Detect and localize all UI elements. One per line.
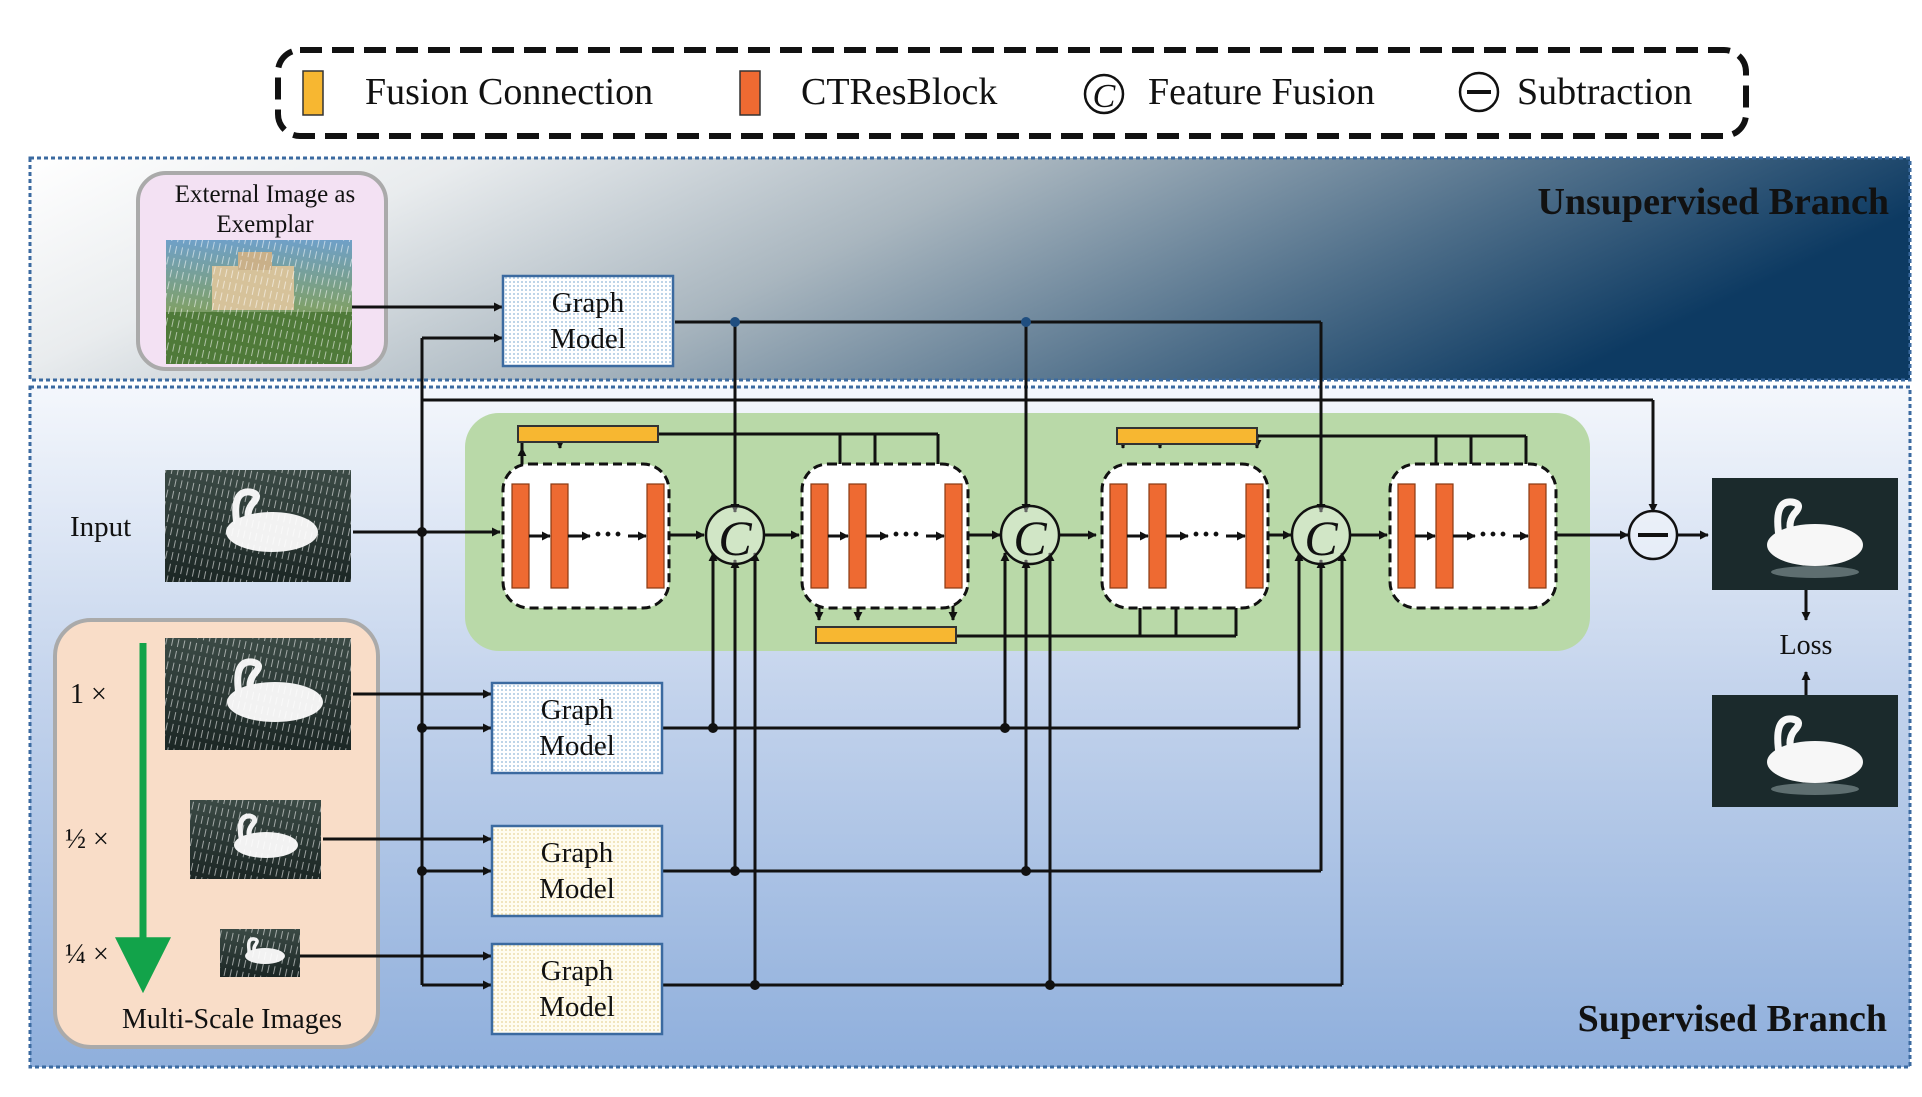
ellipsis-2: ··· — [891, 518, 921, 551]
ctresblock-4-2 — [1435, 483, 1454, 589]
scale-label-quarter: ¼ × — [65, 939, 109, 970]
legend-feature-fusion: Feature Fusion — [1148, 71, 1375, 113]
ctresblock-1-3 — [646, 483, 665, 589]
legend-fusion-connection: Fusion Connection — [365, 71, 653, 113]
ellipsis-3: ··· — [1191, 518, 1221, 551]
svg-text:C: C — [718, 510, 752, 566]
subtraction-icon — [1458, 71, 1500, 113]
multiscale-box: 1 × ½ × ¼ × Multi-Scale Images — [53, 618, 380, 1049]
exemplar-image — [166, 240, 352, 364]
feature-fusion-node-2: C — [999, 504, 1061, 566]
svg-text:C: C — [1304, 510, 1338, 566]
exemplar-label-line1: External Image as — [175, 181, 355, 208]
svg-text:Graph: Graph — [541, 955, 614, 987]
feature-fusion-icon: C — [1083, 73, 1125, 115]
resblock-group-4: ··· — [1388, 462, 1558, 610]
input-image — [165, 470, 351, 582]
resblock-group-1: ··· — [501, 462, 671, 610]
feature-fusion-node-1: C — [704, 504, 766, 566]
ctresblock-4-3 — [1528, 483, 1547, 589]
fusion-connection-bar-3 — [1116, 427, 1258, 445]
svg-text:Model: Model — [539, 730, 615, 762]
svg-text:Model: Model — [539, 991, 615, 1023]
svg-text:Graph: Graph — [541, 694, 614, 726]
resblock-groups: ··· ··· ··· ··· — [501, 462, 1558, 610]
fusion-connection-swatch — [302, 70, 324, 116]
fusion-connection-bar-2 — [815, 626, 957, 644]
loss-label: Loss — [1780, 630, 1833, 661]
svg-text:Model: Model — [550, 323, 626, 355]
svg-text:Model: Model — [539, 873, 615, 905]
output-image — [1712, 478, 1898, 590]
legend-ctresblock: CTResBlock — [801, 71, 997, 113]
scale-image-1x — [165, 638, 351, 750]
scale-image-half — [190, 800, 321, 879]
resblock-group-3: ··· — [1100, 462, 1270, 610]
ctresblock-4-1 — [1397, 483, 1416, 589]
scale-image-quarter — [220, 929, 300, 977]
connectors — [300, 302, 1811, 990]
graph-model-unsupervised: Graph Model — [501, 274, 675, 368]
ctresblock-3-1 — [1109, 483, 1128, 589]
ctresblock-2-2 — [848, 483, 867, 589]
fusion-connection-bar-1 — [517, 425, 659, 443]
ctresblock-3-2 — [1148, 483, 1167, 589]
ellipsis-1: ··· — [593, 518, 623, 551]
graph-model-scale-quarter: Graph Model — [490, 942, 664, 1036]
unsupervised-branch-label: Unsupervised Branch — [1537, 181, 1889, 223]
scale-label-1x: 1 × — [70, 679, 107, 710]
subtraction-node — [1627, 509, 1679, 561]
svg-text:Graph: Graph — [541, 837, 614, 869]
ctresblock-1-2 — [550, 483, 569, 589]
resblock-group-2: ··· — [800, 462, 970, 610]
graph-model-scale-1x: Graph Model — [490, 681, 664, 775]
ctresblock-swatch — [739, 70, 761, 116]
graph-model-scale-half: Graph Model — [490, 824, 664, 918]
scale-label-half: ½ × — [65, 824, 109, 855]
ellipsis-4: ··· — [1478, 518, 1508, 551]
input-label: Input — [70, 511, 131, 543]
svg-text:C: C — [1093, 78, 1116, 115]
ctresblock-3-3 — [1245, 483, 1264, 589]
ground-truth-image — [1712, 695, 1898, 807]
feature-fusion-node-3: C — [1290, 504, 1352, 566]
multiscale-label: Multi-Scale Images — [122, 1004, 342, 1035]
svg-text:C: C — [1013, 510, 1047, 566]
junction-dots — [417, 317, 1055, 990]
ctresblock-1-1 — [511, 483, 530, 589]
legend: Fusion Connection CTResBlock C Feature F… — [275, 47, 1749, 139]
ctresblock-2-1 — [810, 483, 829, 589]
svg-text:Graph: Graph — [552, 287, 625, 319]
legend-subtraction: Subtraction — [1517, 71, 1692, 113]
exemplar-box: External Image as Exemplar — [136, 171, 388, 371]
ctresblock-2-3 — [944, 483, 963, 589]
backbone-panel — [465, 413, 1590, 651]
supervised-branch-label: Supervised Branch — [1578, 998, 1887, 1040]
exemplar-label-line2: Exemplar — [216, 211, 314, 238]
